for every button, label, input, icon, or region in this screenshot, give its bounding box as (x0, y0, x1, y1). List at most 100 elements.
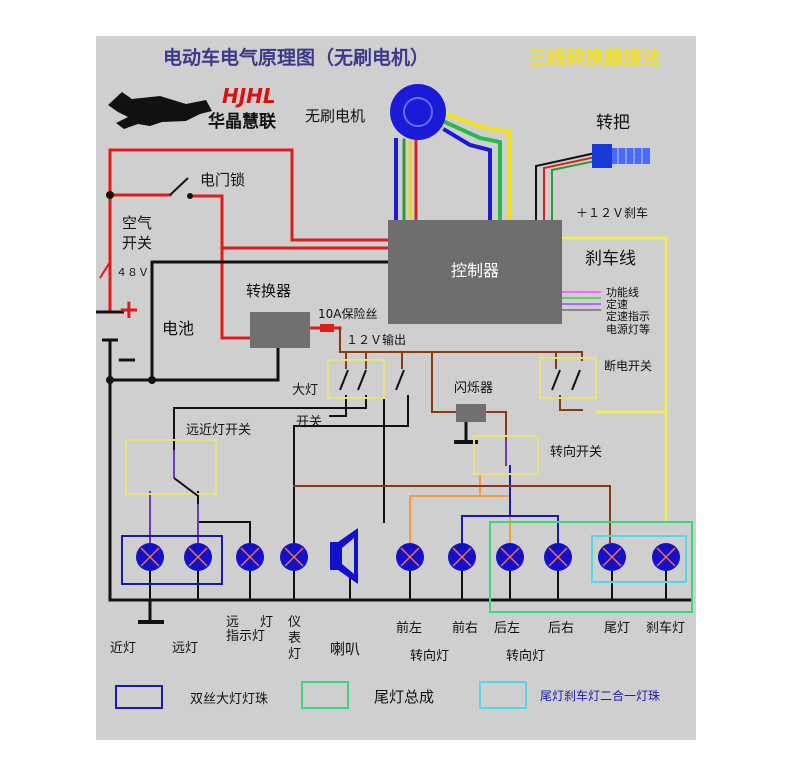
converter: 转换器 (246, 282, 310, 348)
battery-plus-sign: + (118, 295, 140, 325)
horn-label: 喇叭 (330, 640, 360, 658)
headlight-switch-box (327, 359, 385, 399)
brake-line-wire (560, 236, 668, 524)
converter-box (250, 312, 310, 348)
air-switch-label-2: 开关 (122, 234, 152, 252)
wires (108, 111, 692, 624)
high-indicator-label-2: 指示灯 (226, 629, 265, 644)
controller-label: 控制器 (451, 261, 499, 280)
hilo-switch-box (125, 439, 217, 495)
tail-label: 尾灯 (604, 621, 630, 636)
throttle: 转把 (592, 113, 650, 168)
throttle-icon (592, 144, 612, 168)
converter-ground-wire (108, 338, 280, 382)
air-switch-label-1: 空气 (122, 214, 152, 232)
output-12v-bus (339, 327, 583, 361)
legend-swatch-tail-brake-combo (479, 681, 527, 709)
throttle-wire-red (543, 154, 602, 221)
low-beam-lamp-cross (140, 547, 160, 567)
throttle-wire-black (535, 150, 602, 221)
horn-icon (330, 542, 338, 570)
dash-lamp-cross (284, 547, 304, 567)
voltage-label: ４８Ｖ (116, 266, 149, 279)
front-turn-label: 转向灯 (410, 648, 449, 664)
air-switch-icon (99, 261, 111, 279)
high-beam-label: 远灯 (172, 641, 198, 656)
svg-text:定速指示: 定速指示 (606, 309, 650, 323)
key-lock-switch: 电门锁 (106, 171, 245, 199)
turn-switch: 转向开关 (473, 435, 602, 475)
dash-light-label-1: 仪 (288, 615, 301, 630)
svg-text:电源灯等: 电源灯等 (606, 322, 650, 336)
key-lock-label: 电门锁 (200, 171, 245, 189)
motor-wire-green (442, 119, 502, 222)
cutoff-switch: 断电开关 (539, 357, 652, 399)
diagram-title-highlight: 三线转换器接法 (528, 46, 661, 69)
horn (330, 528, 358, 584)
converter-input-wire (220, 246, 252, 340)
tail-lamp-cross (602, 547, 622, 567)
headlight-switch-label-1: 大灯 (292, 383, 318, 398)
legend-swatch-tail-assembly (301, 681, 349, 709)
tail-light-wire (293, 485, 611, 543)
function-lines-label: 功能线 定速 定速指示 电源灯等 (606, 285, 650, 336)
legend: 双丝大灯灯珠 尾灯总成 尾灯刹车灯二合一灯珠 (115, 681, 660, 709)
motor-wire-blue (442, 127, 492, 222)
legend-label-tail-brake-combo: 尾灯刹车灯二合一灯珠 (540, 688, 660, 703)
dash-light-label-2: 表 (288, 631, 301, 646)
headlight-switch: 大灯 开关 (292, 359, 405, 430)
diagram-title: 电动车电气原理图（无刷电机） (163, 46, 429, 69)
front-right-label: 前右 (452, 620, 478, 636)
motor-label: 无刷电机 (305, 107, 365, 125)
fox-logo-icon (108, 92, 212, 129)
output-12v-label: １２Ｖ输出 (346, 332, 406, 347)
fuse-icon (320, 324, 334, 332)
battery-minus-sign: − (116, 345, 138, 375)
converter-label: 转换器 (246, 282, 291, 300)
high-indicator-label-1: 远 (226, 615, 239, 630)
rear-right-turn-wire (509, 515, 559, 543)
throttle-wire-green (551, 158, 602, 221)
throttle-label: 转把 (596, 113, 630, 133)
hilo-switch: 远近灯开关 (125, 423, 251, 497)
tail-assembly-box (489, 521, 693, 613)
front-right-turn-lamp-cross (452, 547, 472, 567)
lamps (136, 543, 680, 571)
flasher: 闪烁器 (454, 381, 493, 422)
motor-icon (390, 84, 446, 140)
tail-brake-combo-box (591, 535, 687, 583)
cutoff-switch-box (539, 357, 597, 399)
rear-right-label: 后右 (548, 621, 574, 636)
brake-12v-label: ＋１２Ｖ刹车 (576, 205, 648, 220)
headlight-switch-label-2: 开关 (296, 415, 322, 430)
brand-logo: HJHL 华晶慧联 (108, 84, 276, 132)
front-left-turn-lamp-cross (400, 547, 420, 567)
battery: ４８Ｖ + − 电池 (96, 266, 194, 384)
main-ground-bus (108, 338, 692, 602)
turn-switch-label: 转向开关 (550, 444, 602, 460)
brake-light-label: 刹车灯 (646, 620, 685, 636)
brake-lamp-cross (656, 547, 676, 567)
battery-positive-wire (108, 148, 390, 242)
controller: 控制器 (388, 220, 562, 324)
switch-lever-icon (169, 177, 189, 196)
svg-text:定速: 定速 (606, 297, 628, 311)
flasher-box (456, 404, 486, 422)
turn-switch-box (473, 435, 539, 475)
high-beam-lamp-cross (188, 547, 208, 567)
brand-latin: HJHL (222, 84, 276, 108)
rear-turn-label: 转向灯 (506, 648, 545, 664)
low-beam-label: 近灯 (110, 641, 136, 656)
cutoff-switch-label: 断电开关 (604, 358, 652, 373)
high-indicator-lamp-cross (240, 547, 260, 567)
battery-label: 电池 (162, 319, 194, 338)
dash-light-label-3: 灯 (288, 647, 301, 662)
brand-cjk: 华晶慧联 (208, 111, 276, 132)
controller-ground-wire (150, 260, 390, 382)
controller-box (388, 220, 562, 324)
rear-left-turn-lamp-cross (500, 547, 520, 567)
double-filament-box (121, 535, 223, 585)
key-lock-wire (188, 194, 390, 250)
